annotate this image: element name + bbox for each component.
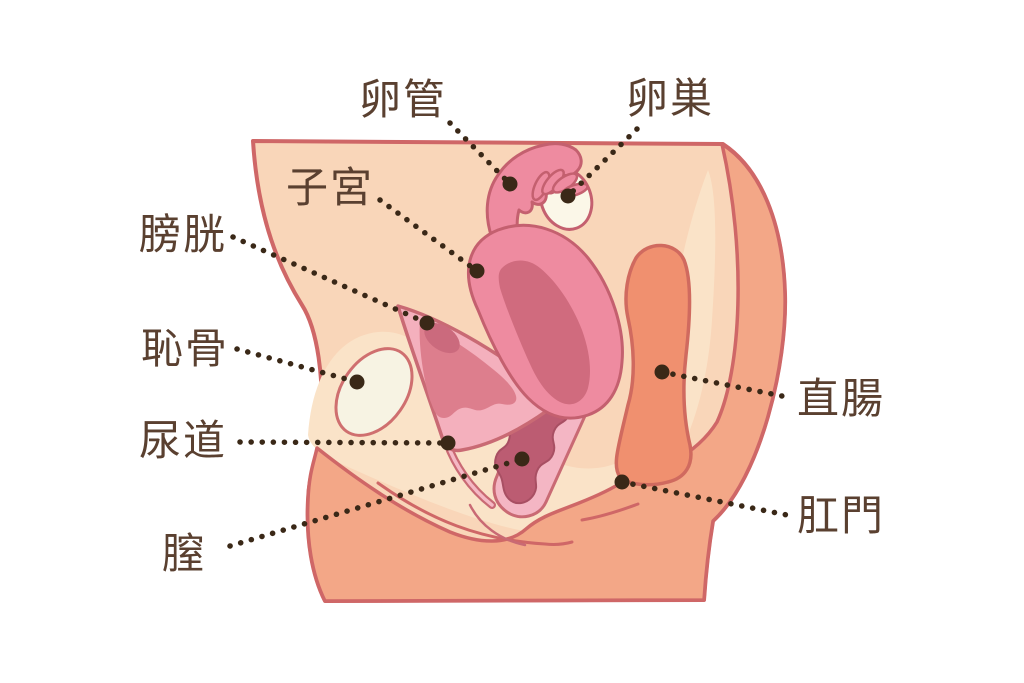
leader-anus: [619, 479, 795, 519]
leader-rectum: [659, 369, 795, 401]
vulva-fold: [468, 503, 527, 547]
label-bladder: 膀胱: [139, 211, 228, 258]
leader-lines: [227, 120, 795, 549]
dot-pubic-bone: [349, 374, 365, 390]
bladder-inner-core: [424, 322, 460, 354]
thigh-crease-line: [376, 481, 574, 546]
thigh-crease-line-2: [580, 502, 640, 522]
dot-uterus: [469, 263, 485, 279]
leader-ovary: [565, 126, 640, 199]
label-vagina: 膣: [162, 530, 207, 577]
leader-urethra: [237, 439, 451, 446]
label-rectum: 直腸: [797, 375, 886, 422]
label-ovary: 卵巣: [626, 75, 715, 122]
leader-end-dots: [349, 176, 670, 490]
label-pubic-bone: 恥骨: [141, 325, 230, 372]
rectum-shape: [614, 243, 693, 487]
dot-bladder: [419, 315, 435, 331]
label-urethra: 尿道: [139, 417, 228, 464]
leader-pubic-bone: [234, 346, 360, 385]
dot-anus: [614, 474, 630, 490]
label-uterus: 子宮: [286, 164, 375, 211]
leader-vagina: [227, 456, 525, 549]
dot-urethra: [440, 435, 456, 451]
leader-bladder: [230, 234, 430, 326]
label-anus: 肛門: [797, 492, 886, 539]
dot-rectum: [654, 364, 670, 380]
dot-fallopian-tube: [502, 176, 518, 192]
label-fallopian-tube: 卵管: [359, 76, 448, 123]
dot-ovary: [560, 188, 576, 204]
leader-uterus: [377, 197, 480, 274]
perineum-light-region: [308, 170, 716, 534]
leader-fallopian-tube: [447, 120, 513, 187]
uterus-cavity: [498, 260, 590, 405]
pubic-bone-shape: [334, 347, 414, 437]
thigh-buttock-region: [305, 142, 787, 603]
dot-vagina: [514, 451, 530, 467]
